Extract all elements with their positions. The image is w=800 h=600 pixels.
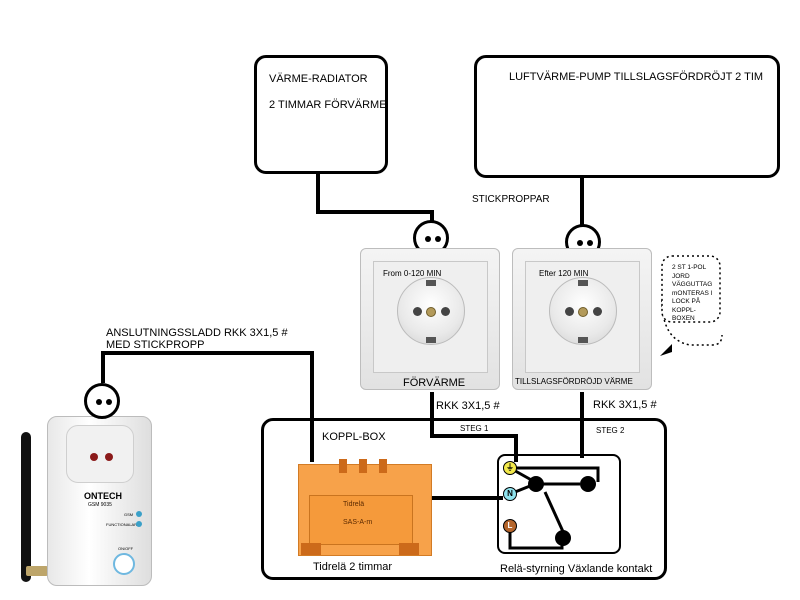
supply-label: ANSLUTNINGSSLADD RKK 3X1,5 # [106, 327, 288, 339]
note-line: VÄGGUTTAG [672, 281, 713, 288]
note-arrowhead [660, 344, 672, 356]
note-text: 2 ST 1-POL JORD VÄGGUTTAG mONTERAS I LOC… [672, 264, 718, 324]
heatpump-box: LUFTVÄRME-PUMP TILLSLAGSFÖRDRÖJT 2 TIM [474, 55, 780, 178]
antenna [21, 432, 31, 582]
timer-text: Tidrelä [343, 501, 365, 508]
gsm-model: GSM 9035 [88, 502, 112, 508]
gsm-socket [66, 425, 134, 483]
note-line: 2 ST 1-POL JORD [672, 264, 706, 280]
note-arrow [661, 299, 723, 346]
gsm-func-led [136, 521, 142, 527]
radiator-box: VÄRME-RADIATOR 2 TIMMAR FÖRVÄRME [254, 55, 388, 174]
contact-node [528, 476, 544, 492]
steg1-wire [430, 392, 518, 462]
steg1-label: STEG 1 [460, 424, 489, 433]
gsm-led-label: GSM [124, 512, 134, 517]
radiator-sub-label: 2 TIMMAR FÖRVÄRME [269, 99, 387, 111]
plugs-label: STICKPROPPAR [472, 194, 550, 205]
earth-terminal-icon: ⏚ [503, 461, 517, 475]
gsm-button-label: ON/OFF [118, 546, 134, 551]
relay-caption: Relä-styrning Växlande kontakt [500, 563, 653, 575]
gsm-power-button[interactable] [113, 553, 135, 575]
relay-box [497, 454, 621, 554]
note-line: mONTERAS I [672, 289, 713, 297]
outlet-right-top-label: Efter 120 MIN [539, 269, 589, 278]
outlet-left-top-label: From 0-120 MIN [383, 269, 442, 278]
supply-wire [101, 351, 314, 462]
note-bubble [661, 255, 721, 323]
heatpump-label: LUFTVÄRME-PUMP TILLSLAGSFÖRDRÖJT 2 TIM [509, 71, 764, 83]
radiator-wire [316, 172, 434, 232]
contact-node [555, 530, 571, 546]
koppl-box-label: KOPPL-BOX [322, 431, 386, 443]
supply-plug-icon [84, 383, 120, 419]
steg2-label: STEG 2 [596, 426, 625, 435]
timer-caption: Tidrelä 2 timmar [313, 561, 393, 573]
cable-left-label: RKK 3X1,5 # [436, 400, 500, 412]
outlet-right-socket [549, 277, 617, 345]
timer-relay: Tidrelä SAS-A-m [298, 459, 432, 556]
antenna-connector [26, 566, 48, 576]
outlet-right-bottom-label: TILLSLAGSFÖRDRÖJD VÄRME [515, 377, 633, 386]
gsm-brand: ONTECH [84, 491, 122, 501]
note-line: LOCK PÅ [672, 298, 701, 305]
radiator-label: VÄRME-RADIATOR [269, 73, 368, 85]
live-terminal: L [503, 519, 517, 533]
neutral-terminal: N [503, 487, 517, 501]
note-line: KOPPL-BOXEN [672, 306, 696, 323]
supply-sub-label: MED STICKPROPP [106, 339, 205, 351]
outlet-right: Efter 120 MIN TILLSLAGSFÖRDRÖJD VÄRME [512, 248, 652, 390]
cable-right-label: RKK 3X1,5 # [593, 399, 657, 411]
gsm-switch: ONTECH GSM 9035 GSM FUNCTIONALARM ON/OFF [47, 416, 152, 586]
gsm-led [136, 511, 142, 517]
timer-model: SAS-A-m [343, 519, 373, 526]
koppl-box [261, 418, 667, 580]
outlet-left-socket [397, 277, 465, 345]
outlet-left: From 0-120 MIN FÖRVÄRME [360, 248, 500, 390]
outlet-left-bottom-label: FÖRVÄRME [403, 377, 466, 389]
contact-node [580, 476, 596, 492]
gsm-func-label: FUNCTIONALARM [106, 522, 141, 527]
